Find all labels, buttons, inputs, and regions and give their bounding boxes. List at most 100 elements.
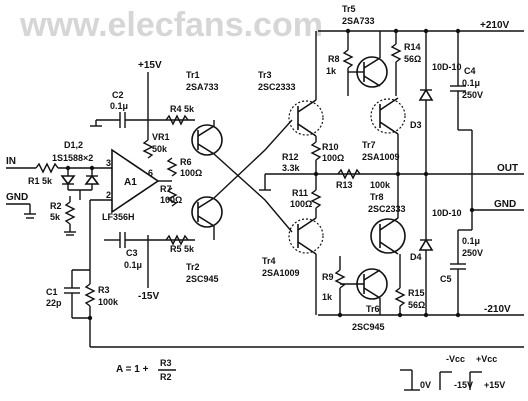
r3-resistor — [84, 283, 96, 307]
r3-label: R3 — [98, 285, 110, 295]
r14-value: 56Ω — [404, 54, 421, 64]
r11-value: 100Ω — [290, 199, 312, 209]
d3-label: D3 — [410, 120, 422, 130]
transistor-tr2 — [191, 196, 223, 240]
tr3-part-label: 2SC2333 — [258, 82, 296, 92]
r3-value: 100k — [98, 297, 119, 307]
c5-label: C5 — [440, 274, 452, 284]
r14-resistor — [390, 43, 402, 63]
r2-resistor — [64, 201, 76, 225]
tr8-label: Tr8 — [370, 192, 384, 202]
c4-value: 0.1μ — [462, 78, 480, 88]
gain-formula-num: R3 — [160, 358, 172, 368]
capacitor-c4 — [450, 31, 473, 210]
r11-resistor — [310, 189, 322, 209]
vr1-pot — [142, 139, 154, 159]
pin-6: 6 — [148, 168, 153, 178]
tr8-part-label: 2SC2333 — [368, 204, 406, 214]
r8-label: R8 — [328, 54, 340, 64]
legend-m15: -15V — [454, 380, 473, 390]
watermark: www.elecfans.com — [19, 6, 323, 44]
pos-hv-rail-label: +210V — [480, 20, 510, 31]
tr4-label: Tr4 — [262, 256, 276, 266]
pin-3: 3 — [106, 158, 111, 168]
r9-resistor — [334, 269, 346, 289]
r5-resistor — [165, 234, 189, 246]
r12-label: R12 — [282, 152, 299, 162]
c3-value: 0.1μ — [124, 260, 142, 270]
rails — [90, 30, 524, 348]
tr6-label: Tr6 — [366, 304, 380, 314]
tr7-label: Tr7 — [362, 140, 376, 150]
r7-resistor — [166, 187, 178, 207]
tr2-part-label: 2SC945 — [186, 274, 219, 284]
transistor-tr5 — [348, 31, 388, 88]
r8-value: 1k — [326, 66, 337, 76]
r15-value: 56Ω — [408, 300, 425, 310]
d12-part-label: 1S1588×2 — [52, 153, 93, 163]
r2-label: R2 — [50, 201, 62, 211]
c1-value: 22p — [46, 298, 62, 308]
op-pos-supply-label: +15V — [138, 60, 162, 71]
transistor-tr3 — [288, 31, 324, 142]
tr6-part-label: 2SC945 — [352, 322, 385, 332]
r9-value: 1k — [322, 292, 333, 302]
neg-hv-rail-label: -210V — [484, 304, 511, 315]
r4-label: R4 5k — [170, 104, 195, 114]
r12-value: 3.3k — [282, 163, 301, 173]
d3-part-label: 10D-10 — [432, 62, 462, 72]
transistor-tr8 — [370, 174, 406, 255]
transistor-tr1 — [191, 120, 223, 156]
out-label: OUT — [497, 163, 518, 174]
c5-value: 0.1μ — [462, 236, 480, 246]
tr7-part-label: 2SA1009 — [362, 152, 400, 162]
diode-d3 — [418, 31, 434, 174]
r10-value: 100Ω — [322, 153, 344, 163]
capacitor-c5 — [450, 210, 473, 315]
legend-pos-vcc: +Vcc — [476, 354, 497, 364]
transistor-tr7 — [370, 97, 406, 174]
r10-resistor — [310, 141, 322, 161]
diode-d1 — [60, 168, 76, 190]
pin-2: 2 — [106, 190, 111, 200]
r4-resistor — [165, 114, 189, 126]
tr2-label: Tr2 — [186, 262, 200, 272]
tr1-label: Tr1 — [186, 70, 200, 80]
r13-label: R13 — [336, 180, 353, 190]
r1-label: R1 5k — [28, 176, 53, 186]
r14-label: R14 — [404, 42, 421, 52]
tr1-part-label: 2SA733 — [186, 82, 219, 92]
junctions — [65, 28, 475, 321]
r15-label: R15 — [408, 288, 425, 298]
d12-label: D1,2 — [64, 140, 83, 150]
r6-resistor — [166, 157, 178, 177]
opamp-label: A1 — [124, 177, 137, 188]
supply-legend — [400, 369, 482, 391]
vr1-label: VR1 — [152, 132, 170, 142]
r7-label: R7 — [160, 184, 172, 194]
c3-label: C3 — [126, 248, 138, 258]
c4-voltage: 250V — [462, 90, 483, 100]
r2-value: 5k — [50, 212, 61, 222]
transistor-tr6 — [340, 268, 388, 315]
r15-resistor — [394, 287, 406, 307]
d4-part-label: 10D-10 — [432, 208, 462, 218]
c5-voltage: 250V — [462, 248, 483, 258]
r11-label: R11 — [292, 188, 308, 198]
r1-resistor — [35, 162, 59, 174]
vr1-value: 50k — [152, 144, 168, 154]
r10-label: R10 — [322, 142, 339, 152]
diode-d4 — [418, 174, 434, 315]
r6-value: 100Ω — [180, 168, 202, 178]
r7-value: 100Ω — [160, 195, 182, 205]
opamp-a1 — [111, 148, 160, 214]
r6-label: R6 — [180, 157, 192, 167]
tr5-label: Tr5 — [342, 4, 356, 14]
d4-label: D4 — [410, 252, 422, 262]
diode-d2 — [84, 168, 100, 190]
legend-p15: +15V — [484, 380, 505, 390]
r13-value: 100k — [370, 180, 391, 190]
gnd-out-label: GND — [494, 199, 516, 210]
c4-label: C4 — [464, 66, 476, 76]
